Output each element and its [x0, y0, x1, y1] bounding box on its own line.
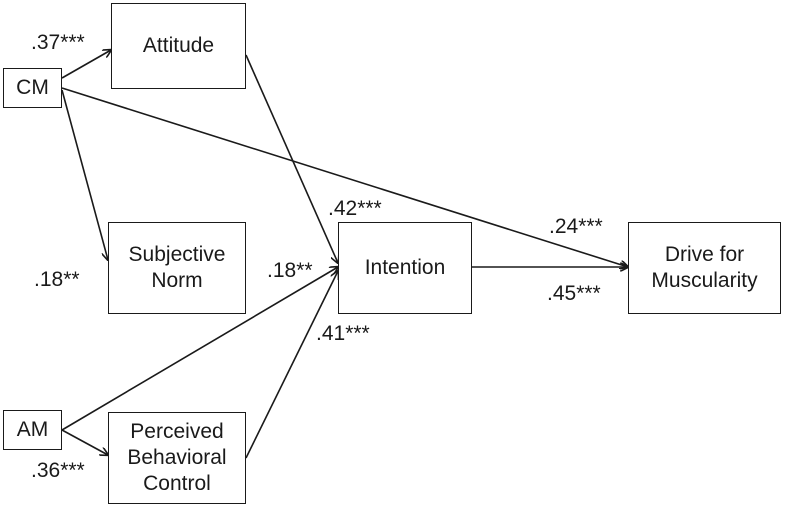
- coef-cm-attitude: .37***: [31, 31, 85, 54]
- arrow-cm-to-attitude: [61, 50, 111, 79]
- coef-cm-subjective-norm: .18**: [34, 268, 80, 291]
- node-attitude: Attitude: [111, 3, 246, 89]
- coef-attitude-intention: .42***: [328, 197, 382, 220]
- node-attitude-label: Attitude: [142, 33, 215, 57]
- node-pbc-line1: Perceived: [130, 419, 224, 443]
- coef-subjective-norm-intention: .18**: [267, 259, 313, 282]
- node-pbc-line3: Control: [143, 472, 211, 496]
- coef-intention-drive: .45***: [547, 282, 601, 305]
- arrow-am-to-intention: [61, 267, 338, 431]
- coef-am-pbc: .36***: [31, 459, 85, 482]
- node-subjective-norm-line1: Subjective: [128, 242, 226, 266]
- node-pbc-line2: Behavioral: [127, 445, 227, 469]
- node-cm: CM: [3, 68, 62, 108]
- node-drive-line1: Drive for: [664, 242, 745, 266]
- node-subjective-norm: Subjective Norm: [108, 222, 246, 314]
- node-am: AM: [3, 410, 62, 450]
- coef-pbc-intention: .41***: [316, 322, 370, 345]
- node-pbc: Perceived Behavioral Control: [108, 412, 246, 504]
- node-drive-line2: Muscularity: [651, 269, 758, 292]
- node-drive-for-muscularity: Drive for Muscularity: [628, 222, 781, 314]
- node-am-label: AM: [16, 417, 49, 441]
- node-subjective-norm-line2: Norm: [151, 269, 203, 292]
- arrow-attitude-to-intention: [245, 54, 338, 263]
- arrow-cm-to-subjective-norm: [61, 89, 108, 260]
- node-intention: Intention: [338, 222, 472, 314]
- node-cm-label: CM: [16, 75, 49, 99]
- arrow-am-to-pbc: [61, 429, 108, 455]
- node-intention-label: Intention: [364, 255, 446, 279]
- arrow-cm-to-drive: [61, 87, 628, 267]
- coef-cm-drive: .24***: [549, 215, 603, 238]
- arrow-pbc-to-intention: [245, 271, 338, 459]
